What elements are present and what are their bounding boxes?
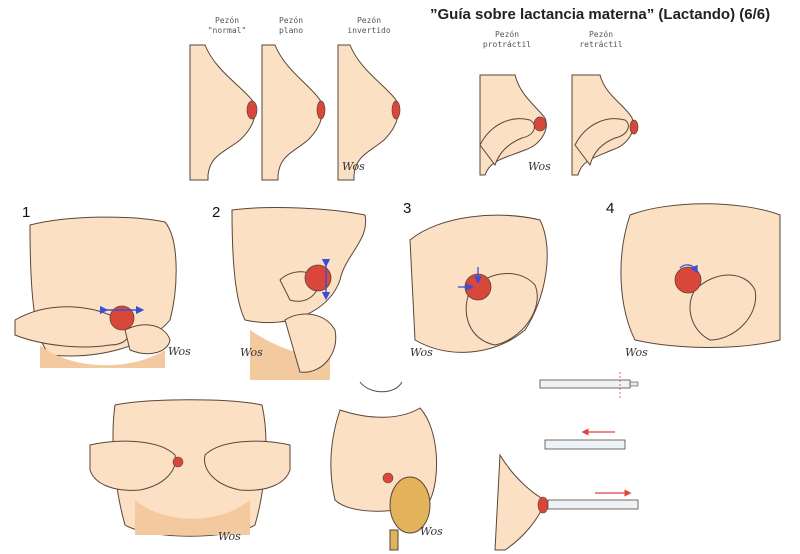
bottom-mirror xyxy=(330,381,437,551)
label-line1: Pezón xyxy=(356,16,382,25)
step-number-2: 2 xyxy=(212,204,221,221)
signature: Wos xyxy=(410,346,433,359)
label-line2: "normal" xyxy=(207,26,247,35)
signature: Wos xyxy=(342,160,365,173)
signature: Wos xyxy=(625,346,648,359)
label-line2: retráctil xyxy=(579,40,623,49)
profile-protractil xyxy=(479,74,547,176)
signature: Wos xyxy=(528,160,551,173)
label-line1: Pezón xyxy=(214,16,240,25)
panel-step-1 xyxy=(14,216,177,368)
label-line1: Pezón xyxy=(494,30,520,39)
signature: Wos xyxy=(218,530,241,543)
profile-invertido xyxy=(337,44,401,181)
label-line2: invertido xyxy=(347,26,391,35)
label-line1: Pezón xyxy=(278,16,304,25)
panel-step-2 xyxy=(231,207,367,380)
step-number-1: 1 xyxy=(22,204,31,221)
label-normal: Pezón "normal" xyxy=(192,16,262,36)
syringe-3-on-breast xyxy=(494,453,639,551)
label-invertido: Pezón invertido xyxy=(334,16,404,36)
syringe-1 xyxy=(539,372,639,398)
label-line2: plano xyxy=(278,26,304,35)
syringe-2 xyxy=(544,428,626,450)
label-protractil: Pezón protráctil xyxy=(472,30,542,50)
step-number-4: 4 xyxy=(606,200,615,217)
signature: Wos xyxy=(240,346,263,359)
label-retractil: Pezón retráctil xyxy=(566,30,636,50)
bottom-massage xyxy=(89,399,291,537)
signature: Wos xyxy=(420,525,443,538)
signature: Wos xyxy=(168,345,191,358)
profile-retractil xyxy=(571,74,639,176)
profile-plano xyxy=(261,44,326,181)
label-line2: protráctil xyxy=(482,40,532,49)
panel-step-4 xyxy=(620,203,781,348)
label-line1: Pezón xyxy=(588,30,614,39)
panel-step-3 xyxy=(409,214,548,353)
label-plano: Pezón plano xyxy=(256,16,326,36)
step-number-3: 3 xyxy=(403,200,412,217)
profile-normal xyxy=(189,44,258,181)
page-title: ”Guía sobre lactancia materna” (Lactando… xyxy=(430,6,771,23)
